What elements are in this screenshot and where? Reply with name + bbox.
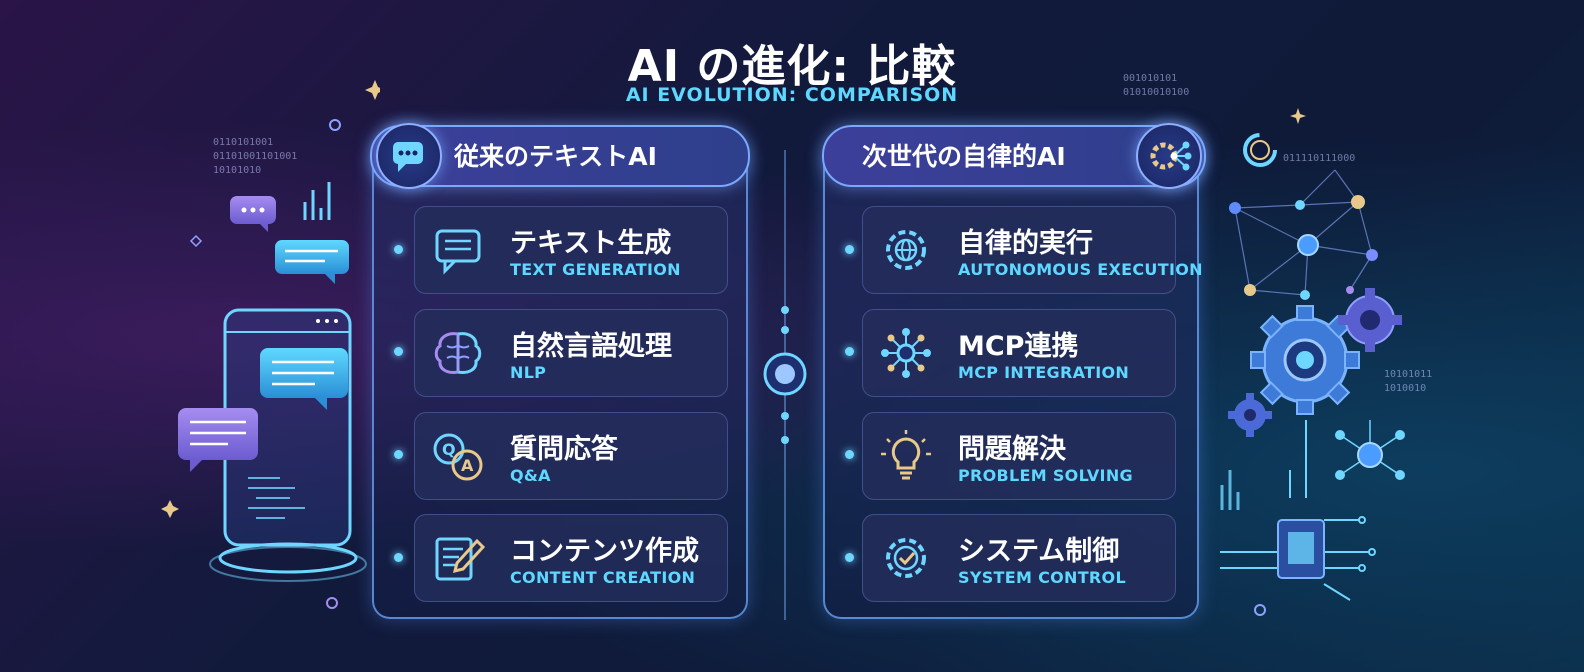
card-content-creation: コンテンツ作成 CONTENT CREATION (414, 514, 728, 602)
card-mcp-integration: MCP連携 MCP INTEGRATION (862, 309, 1176, 397)
card-subtitle: CONTENT CREATION (510, 568, 696, 587)
gear-check-icon (886, 538, 926, 578)
page-subtitle: AI EVOLUTION: COMPARISON (625, 84, 959, 106)
bullet-dot (394, 245, 403, 254)
lightbulb-icon (881, 430, 931, 480)
card-autonomous-execution: 自律的実行 AUTONOMOUS EXECUTION (862, 206, 1202, 294)
gear-network-icon (1136, 123, 1202, 189)
bullet-dot (845, 553, 854, 562)
card-subtitle: TEXT GENERATION (510, 260, 681, 279)
card-text-generation: テキスト生成 TEXT GENERATION (414, 206, 728, 294)
card-title: テキスト生成 (510, 228, 672, 259)
gear-globe-icon (886, 230, 926, 270)
qa-bubbles-icon: Q A (433, 433, 483, 481)
svg-text:A: A (461, 456, 474, 475)
card-subtitle: NLP (510, 363, 547, 382)
card-subtitle: SYSTEM CONTROL (958, 568, 1126, 587)
binary-text-right-low: 10101011 1010010 (1384, 369, 1433, 394)
card-title: 質問応答 (510, 434, 618, 465)
card-title: 問題解決 (958, 434, 1066, 465)
card-system-control: システム制御 SYSTEM CONTROL (862, 514, 1176, 602)
card-nlp: 自然言語処理 NLP (414, 309, 728, 397)
bullet-dot (845, 245, 854, 254)
svg-text:Q: Q (442, 440, 456, 459)
bullet-dot (394, 347, 403, 356)
card-title: コンテンツ作成 (510, 536, 699, 567)
traditional-ai-title: 従来のテキストAI (454, 142, 657, 171)
page-title: AI の進化: 比較 (627, 41, 957, 92)
card-problem-solving: 問題解決 PROBLEM SOLVING (862, 412, 1176, 500)
center-divider (763, 150, 807, 620)
traditional-ai-header: 従来のテキストAI (370, 123, 750, 189)
card-qa: Q A 質問応答 Q&A (414, 412, 728, 500)
binary-text-left: 0110101001 01101001101001 10101010 (213, 137, 298, 176)
right-decoration (1220, 108, 1405, 616)
autonomous-ai-header: 次世代の自律的AI (822, 123, 1206, 189)
network-hub-icon (881, 328, 931, 378)
document-pen-icon (435, 537, 486, 581)
autonomous-ai-title: 次世代の自律的AI (862, 142, 1066, 171)
binary-text-right-mid: 011110111000 (1283, 153, 1356, 164)
chat-bubble-icon (435, 229, 481, 275)
card-subtitle: PROBLEM SOLVING (958, 466, 1133, 485)
bullet-dot (845, 347, 854, 356)
brain-icon (434, 332, 482, 374)
card-subtitle: Q&A (510, 466, 551, 485)
chat-bubble-icon (376, 123, 442, 189)
binary-text-right-top: 001010101 01010010100 (1123, 73, 1190, 98)
card-subtitle: MCP INTEGRATION (958, 363, 1130, 382)
bullet-dot (394, 553, 403, 562)
card-title: 自律的実行 (958, 228, 1093, 259)
bullet-dot (845, 450, 854, 459)
left-decoration (161, 80, 380, 609)
card-title: システム制御 (958, 536, 1120, 567)
bullet-dot (394, 450, 403, 459)
card-title: MCP連携 (958, 331, 1079, 362)
card-subtitle: AUTONOMOUS EXECUTION (958, 260, 1203, 279)
card-title: 自然言語処理 (510, 331, 672, 362)
